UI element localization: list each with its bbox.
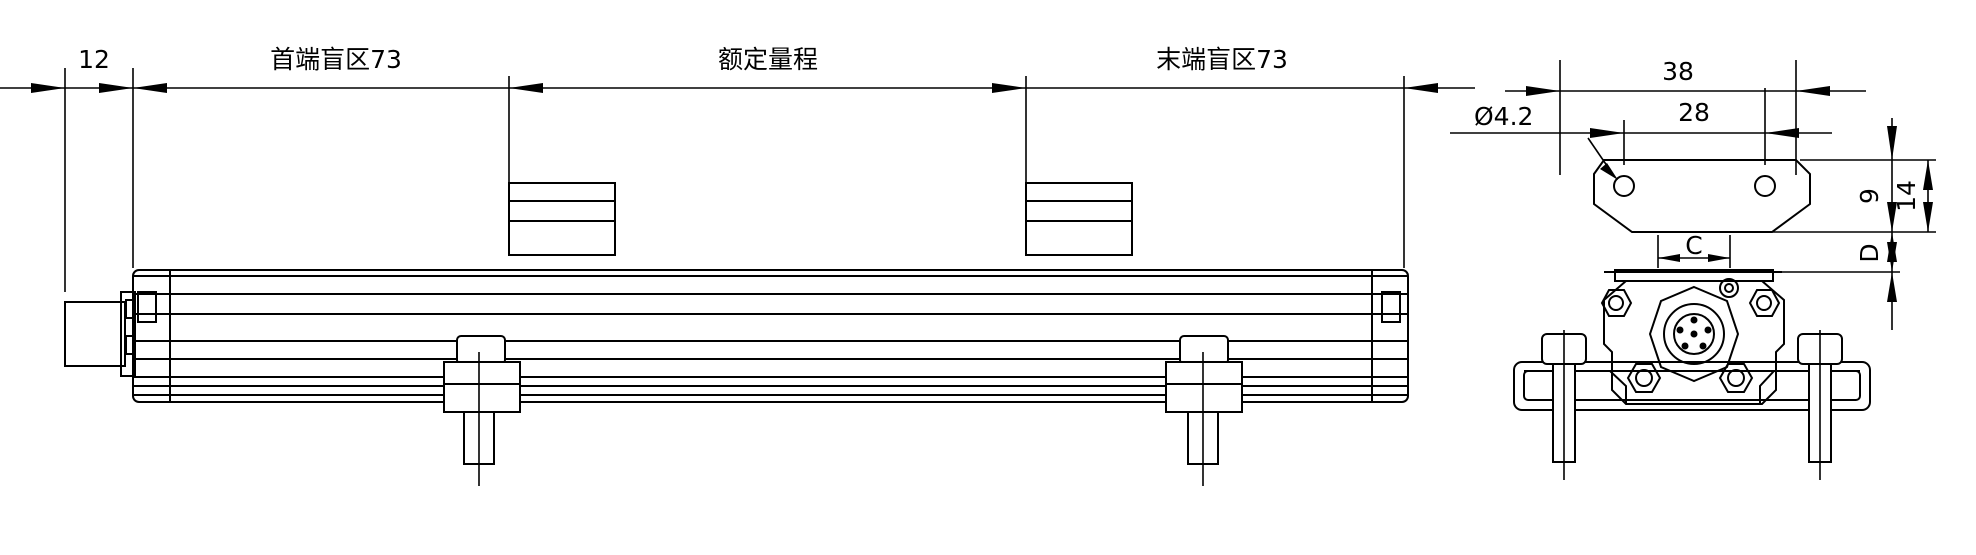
dim-center-c: C (1685, 231, 1702, 260)
dim-head-length: 12 (78, 45, 110, 74)
hex-screw-top-right (1748, 289, 1781, 317)
arrow (1658, 254, 1680, 262)
m12-connector (1648, 285, 1740, 383)
arrow (1796, 86, 1830, 96)
arrow (31, 83, 65, 93)
arrow (1708, 254, 1730, 262)
mounting-bolt-right (1797, 330, 1843, 480)
arrow (1590, 128, 1624, 138)
dim-start-dead-zone: 首端盲区73 (270, 45, 402, 74)
arrow (1600, 163, 1618, 180)
hex-screw-bottom-right (1718, 363, 1754, 393)
dim-width-holes: 28 (1678, 98, 1710, 127)
dim-end-dead-zone: 末端盲区73 (1156, 45, 1288, 74)
arrow (1887, 272, 1897, 302)
dim-rated-range: 额定量程 (718, 45, 818, 74)
dim-height-bracket: 14 (1892, 180, 1921, 212)
arrow (1887, 242, 1897, 272)
arrow (1887, 202, 1897, 232)
arrow (99, 83, 133, 93)
profile-cross-section (1603, 269, 1785, 405)
arrow (1765, 128, 1799, 138)
mounting-clamp-left (443, 335, 521, 486)
arrow (992, 83, 1026, 93)
arrow (1404, 83, 1438, 93)
arrow (1923, 160, 1933, 190)
magnet-left (508, 182, 616, 256)
small-screw (1719, 278, 1739, 298)
side-view: 12 首端盲区73 额定量程 末端盲区73 (0, 45, 1475, 486)
end-view: 38 28 Ø4.2 9 14 D (1450, 57, 1936, 480)
arrow (509, 83, 543, 93)
arrow (1526, 86, 1560, 96)
dim-gap-d: D (1855, 243, 1884, 262)
arrow (1923, 202, 1933, 232)
arrow (133, 83, 167, 93)
dim-width-outer: 38 (1662, 57, 1694, 86)
hex-screw-top-left (1600, 289, 1633, 317)
connector-head (64, 291, 136, 377)
bracket-hole-right (1754, 175, 1776, 197)
magnet-right (1025, 182, 1133, 256)
mounting-clamp-right (1165, 335, 1243, 486)
dim-hole-diameter: Ø4.2 (1474, 102, 1533, 131)
hex-screw-bottom-left (1626, 363, 1662, 393)
mounting-bolt-left (1541, 330, 1587, 480)
bracket-hole-left (1613, 175, 1635, 197)
dim-height-holes: 9 (1855, 188, 1884, 204)
arrow (1887, 126, 1897, 160)
